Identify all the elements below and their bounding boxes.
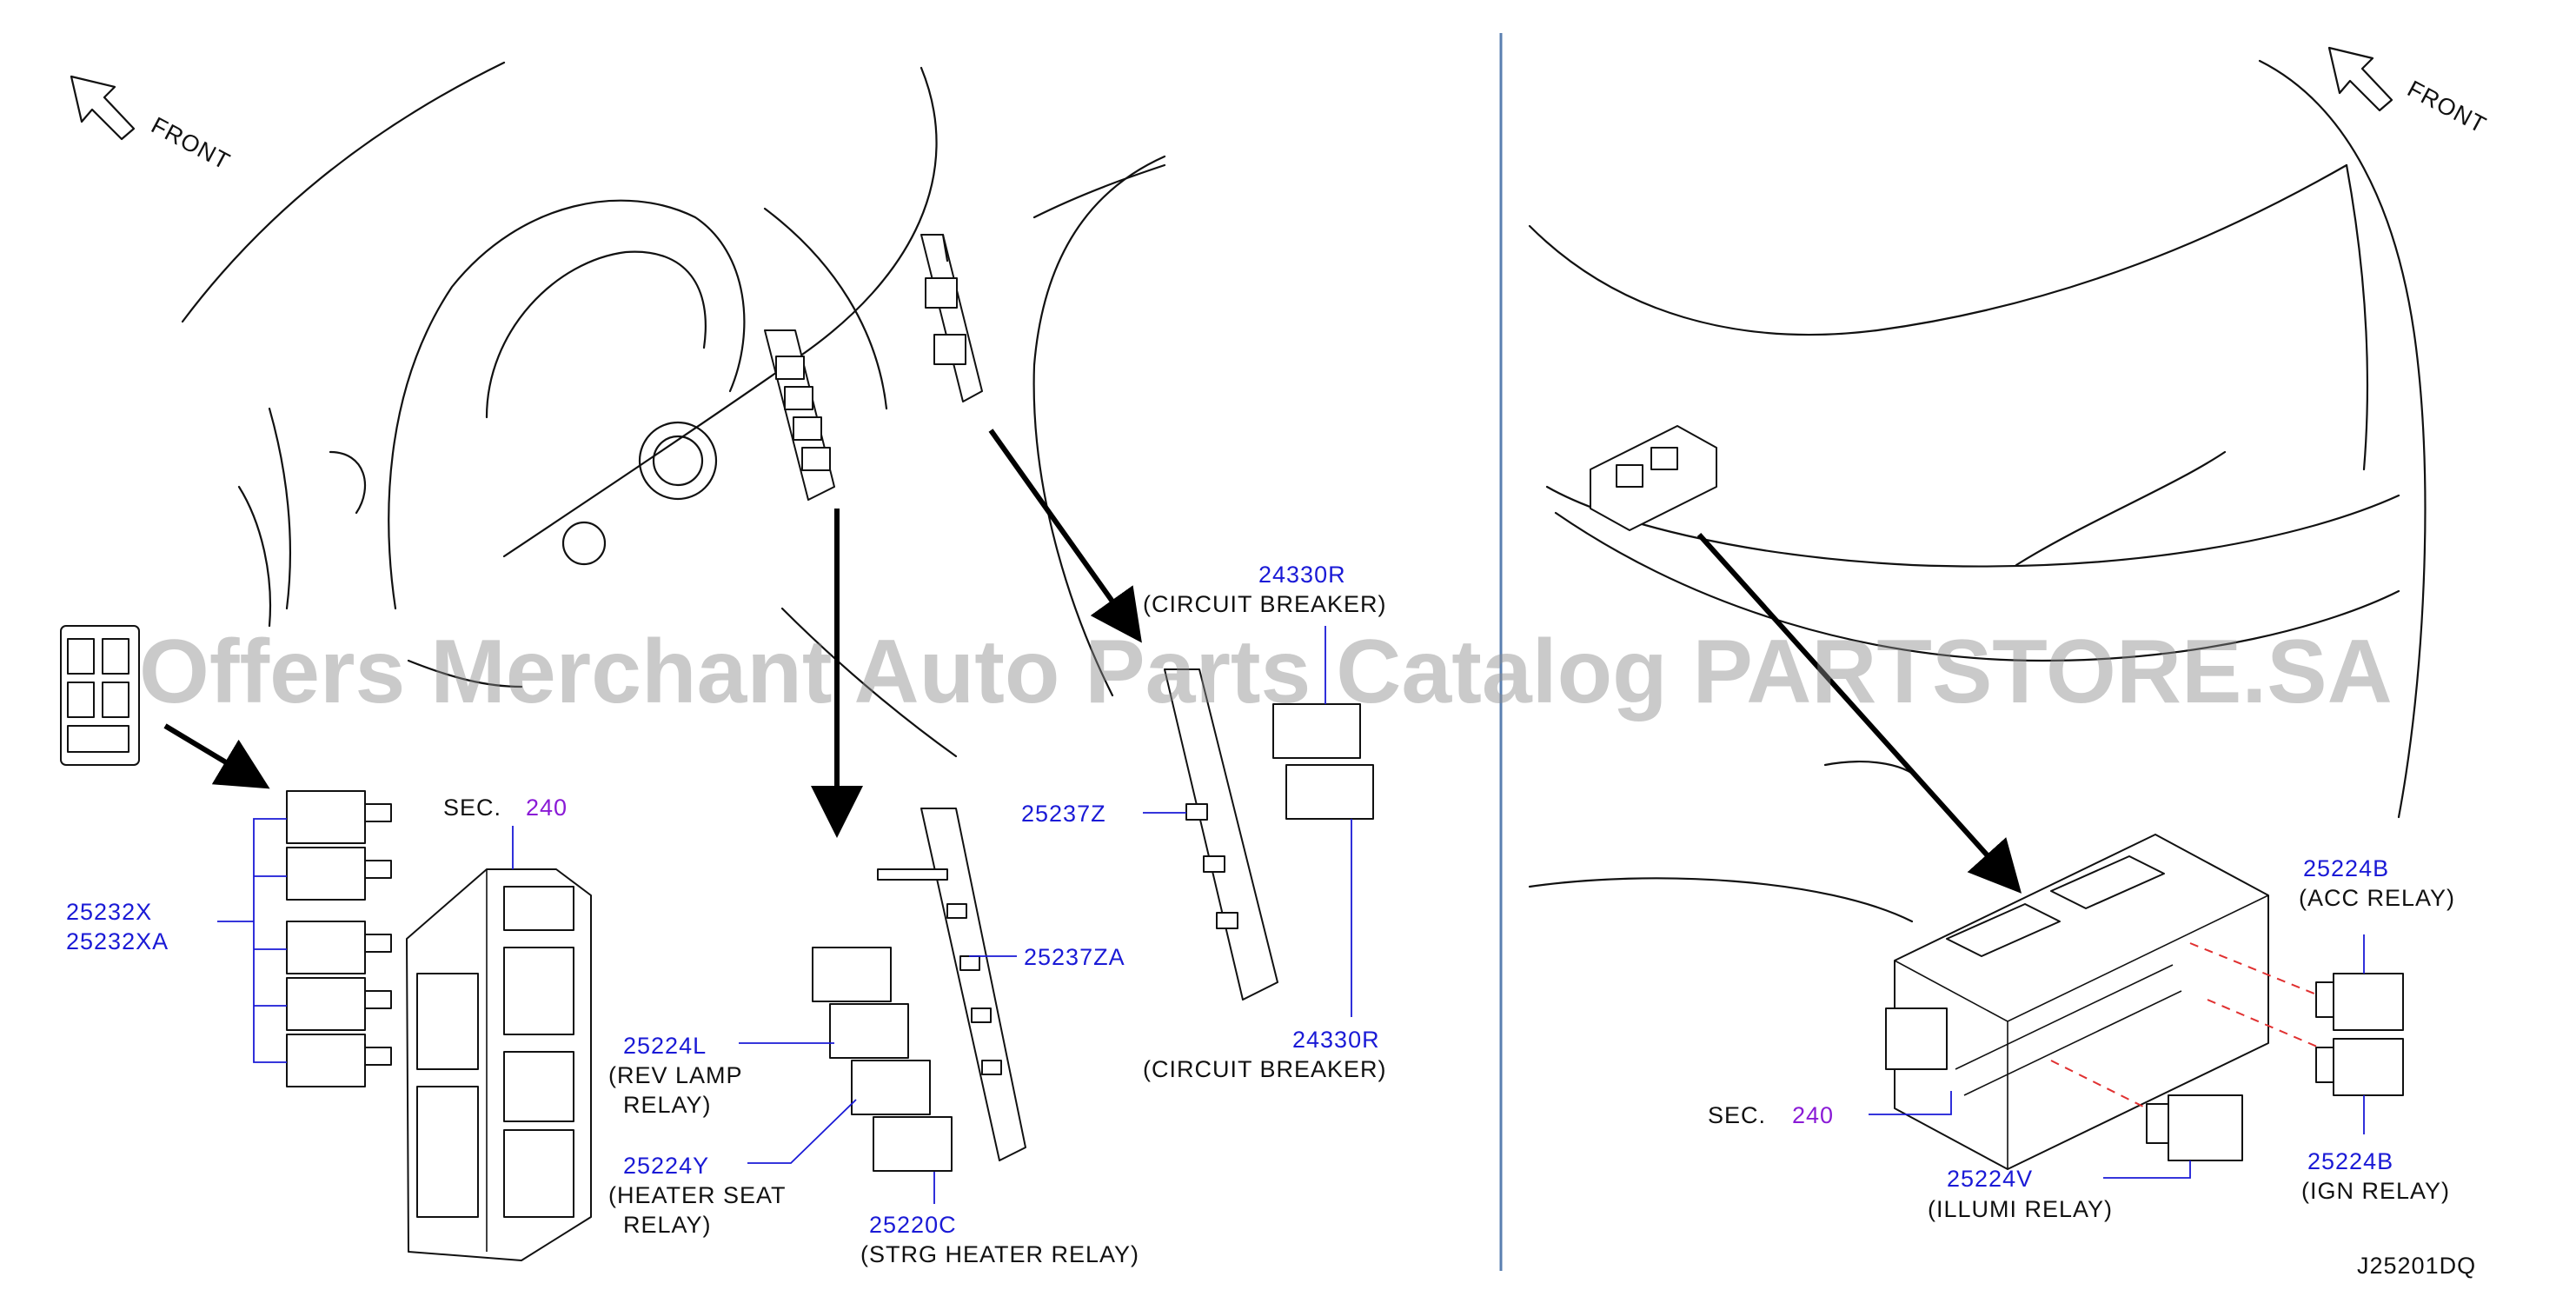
breaker-bracket-small [920, 233, 983, 402]
part-number-25232xa[interactable]: 25232XA [66, 928, 169, 954]
vehicle-relay-holder [1590, 425, 1717, 531]
leader-25224y [747, 1099, 857, 1164]
desc-25224l-1: (REV LAMP [608, 1062, 743, 1088]
fuse-block [406, 868, 592, 1261]
dashboard-outline [181, 61, 1166, 758]
left-panel: FRONT [60, 61, 1387, 1267]
front-arrow-icon [70, 75, 136, 141]
leader-25224v [2103, 1160, 2191, 1179]
dash-relay-bracket [764, 329, 835, 501]
arrow-breaker [988, 429, 1142, 643]
relay-stack-center [812, 947, 953, 1172]
arrow-left-relay [163, 723, 270, 789]
relay-ign [2315, 1038, 2404, 1096]
sec-number-left[interactable]: 240 [526, 795, 568, 821]
desc-25224y-2: RELAY) [623, 1212, 712, 1238]
part-number-25224l[interactable]: 25224L [623, 1033, 707, 1059]
desc-25224b-ign: (IGN RELAY) [2301, 1178, 2450, 1204]
breaker-bracket-large [1164, 668, 1374, 1001]
part-number-25237za[interactable]: 25237ZA [1024, 944, 1125, 970]
leader-sec240-right [1869, 1091, 1952, 1115]
relay-acc [2315, 973, 2404, 1031]
part-number-25224b-acc[interactable]: 25224B [2303, 855, 2389, 881]
part-number-25237z[interactable]: 25237Z [1021, 801, 1106, 827]
guide-dash-ign [2207, 999, 2330, 1053]
relay-illumi [2146, 1094, 2243, 1161]
desc-25224v: (ILLUMI RELAY) [1928, 1196, 2113, 1222]
diagram-code: J25201DQ [2357, 1253, 2476, 1279]
part-number-24330r-bottom[interactable]: 24330R [1292, 1027, 1380, 1053]
part-number-25232x[interactable]: 25232X [66, 899, 152, 925]
desc-24330r-bottom: (CIRCUIT BREAKER) [1143, 1056, 1387, 1082]
watermark: Offers Merchant Auto Parts Catalog PARTS… [139, 622, 2393, 722]
relay-stack-25232x [286, 790, 392, 1087]
part-number-25224b-ign[interactable]: 25224B [2307, 1148, 2393, 1174]
sec-number-right[interactable]: 240 [1792, 1102, 1834, 1128]
part-number-25220c[interactable]: 25220C [869, 1212, 957, 1238]
desc-24330r-top: (CIRCUIT BREAKER) [1143, 591, 1387, 617]
desc-25224l-2: RELAY) [623, 1092, 712, 1118]
desc-25224b-acc: (ACC RELAY) [2299, 885, 2455, 911]
front-label-right: FRONT [2403, 76, 2491, 138]
right-panel: FRONT [1528, 46, 2491, 1279]
guide-dash-illumi [2050, 1060, 2156, 1114]
relay-box-exploded [1885, 834, 2269, 1170]
sec-prefix-right: SEC. [1708, 1102, 1766, 1128]
part-number-25224v[interactable]: 25224V [1947, 1166, 2033, 1192]
arrow-relay-holder [1696, 532, 2022, 894]
sec-prefix-left: SEC. [443, 795, 501, 821]
leader-25232x [217, 818, 287, 1063]
part-number-25224y[interactable]: 25224Y [623, 1153, 709, 1179]
front-label: FRONT [147, 112, 235, 175]
part-number-24330r-top[interactable]: 24330R [1258, 562, 1346, 588]
desc-25224y-1: (HEATER SEAT [608, 1182, 787, 1208]
front-arrow-icon-right [2327, 46, 2393, 112]
relay-bracket-25237za [877, 808, 1026, 1161]
left-relay-box [60, 625, 140, 766]
desc-25220c: (STRG HEATER RELAY) [860, 1241, 1139, 1267]
